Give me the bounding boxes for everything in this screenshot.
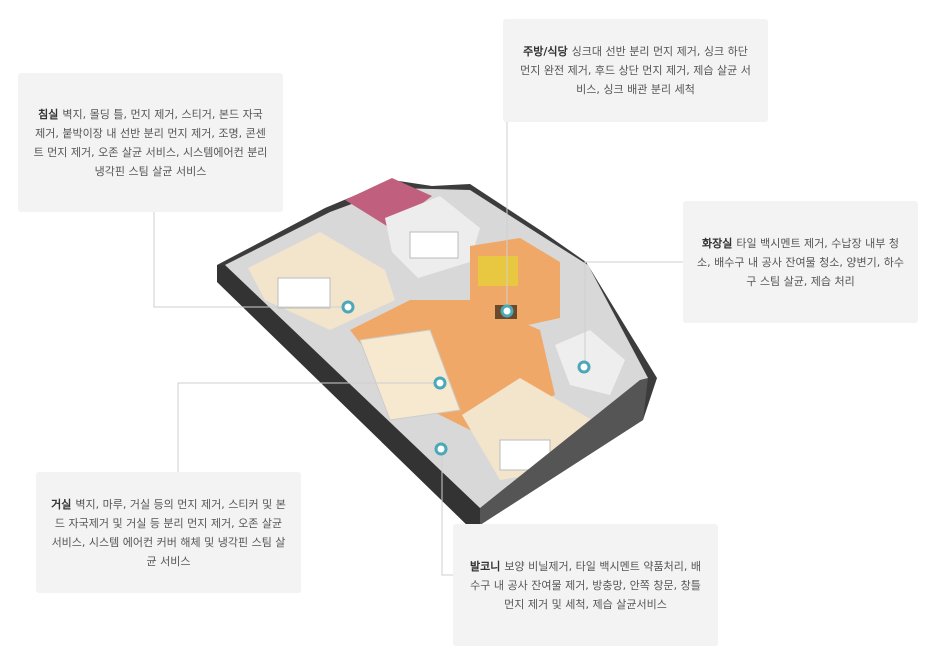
right-wall [480,378,648,525]
kitchen-cabinet [478,256,518,286]
callout-living-text: 벽지, 마루, 거실 등의 먼지 제거, 스티커 및 본드 자국제거 및 거실 … [51,497,286,568]
leader-lines [153,122,683,576]
marker-living [433,376,447,390]
callout-bathroom-text: 타일 백시멘트 제거, 수납장 내부 청소, 배수구 내 공사 잔여물 청소, … [697,236,905,288]
top-bedroom-bed [409,231,459,259]
leader-bathroom [584,261,683,367]
callout-bedroom-title: 침실 [38,107,59,121]
bathroom-room [555,330,625,395]
marker-balcony [434,442,448,456]
callout-balcony-title: 발코니 [470,559,501,573]
front-wall [217,265,480,528]
marker-bathroom [577,360,591,374]
callout-kitchen-text: 싱크대 선반 분리 먼지 제거, 싱크 하단 먼지 완전 제거, 후드 상단 먼… [520,45,751,96]
leader-living [177,382,440,472]
marker-kitchen [500,304,514,318]
callout-kitchen-title: 주방/식당 [523,45,568,58]
marker-bedroom [341,300,355,314]
callout-balcony-text: 보양 비닐제거, 타일 백시멘트 약품처리, 배수구 내 공사 잔여물 제거, … [470,559,701,611]
leader-bedroom [153,212,348,308]
balcony-strip [359,329,461,421]
callout-living-title: 거실 [51,497,72,511]
markers [341,300,591,456]
callout-bathroom-title: 화장실 [701,236,733,250]
bedroom-bed [277,277,331,309]
leader-balcony [441,450,453,576]
closet-room [345,178,432,228]
callout-bedroom-text: 벽지, 몰딩 틀, 먼지 제거, 스티거, 본드 자국 제거, 붙박이장 내 선… [33,107,268,178]
